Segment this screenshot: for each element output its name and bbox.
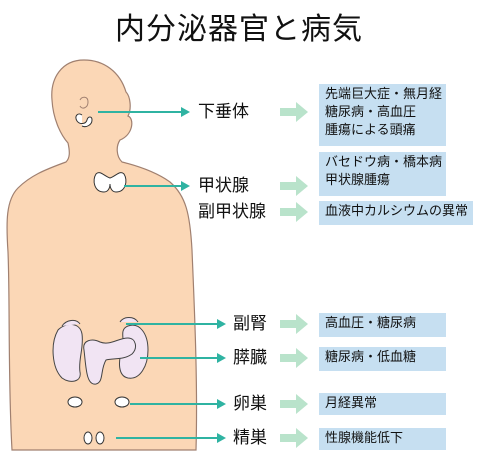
page-title: 内分泌器官と病気 (115, 12, 363, 47)
arrow-icon-thyroid (280, 176, 308, 196)
disease-box-pituitary: 先端巨大症・無月経糖尿病・高血圧腫瘍による頭痛 (319, 84, 446, 146)
pointer-arrowhead-pituitary (181, 107, 190, 117)
disease-box-testis: 性腺機能低下 (319, 428, 446, 450)
pointer-arrowhead-pancreas (217, 353, 226, 363)
adrenal-kidney-left-icon (52, 319, 83, 382)
pancreas-icon (83, 337, 136, 385)
organ-label-pituitary: 下垂体 (198, 102, 249, 122)
disease-box-parathyroid: 血液中カルシウムの異常 (319, 201, 473, 225)
disease-text: 血液中カルシウムの異常 (325, 204, 469, 219)
organ-label-pancreas: 膵臓 (233, 348, 267, 368)
disease-text: 高血圧・糖尿病 (325, 316, 417, 331)
pointer-arrowhead-testis (217, 433, 226, 443)
ovaries-icon (67, 396, 130, 408)
disease-box-pancreas: 糖尿病・低血糖 (319, 347, 446, 371)
disease-box-ovary: 月経異常 (319, 393, 446, 415)
arrow-icon-testis (280, 428, 308, 448)
arrow-icon-adrenal (280, 314, 308, 334)
arrow-icon-parathyroid (280, 202, 308, 222)
arrow-icon-pituitary (280, 102, 308, 122)
disease-text: 腫瘍による頭痛 (325, 123, 416, 138)
disease-text: 糖尿病・低血糖 (325, 350, 417, 365)
disease-text: 甲状腺腫瘍 (325, 173, 391, 188)
pointer-arrowhead-adrenal (217, 319, 226, 329)
disease-text: 性腺機能低下 (325, 431, 404, 446)
disease-box-thyroid: バセドウ病・橋本病甲状腺腫瘍 (319, 152, 446, 196)
disease-text: 月経異常 (325, 396, 378, 411)
testes-icon (83, 431, 105, 445)
organ-label-parathyroid: 副甲状腺 (198, 202, 266, 222)
organ-label-testis: 精巣 (233, 428, 267, 448)
arrow-icon-ovary (280, 394, 308, 414)
organ-label-adrenal: 副腎 (233, 314, 267, 334)
organ-label-ovary: 卵巣 (233, 394, 267, 414)
pointer-arrowhead-thyroid (181, 181, 190, 191)
disease-box-adrenal: 高血圧・糖尿病 (319, 313, 446, 337)
ear (79, 96, 89, 109)
disease-text: バセドウ病・橋本病 (325, 155, 443, 170)
pointer-arrowhead-ovary (217, 399, 226, 409)
disease-text: 糖尿病・高血圧 (325, 105, 417, 120)
organ-label-thyroid: 甲状腺 (198, 176, 249, 196)
body-silhouette (6, 59, 198, 451)
thyroid-gland-icon (93, 172, 127, 193)
pituitary-gland-icon (75, 113, 93, 128)
disease-text: 先端巨大症・無月経 (325, 87, 443, 102)
arrow-icon-pancreas (280, 348, 308, 368)
